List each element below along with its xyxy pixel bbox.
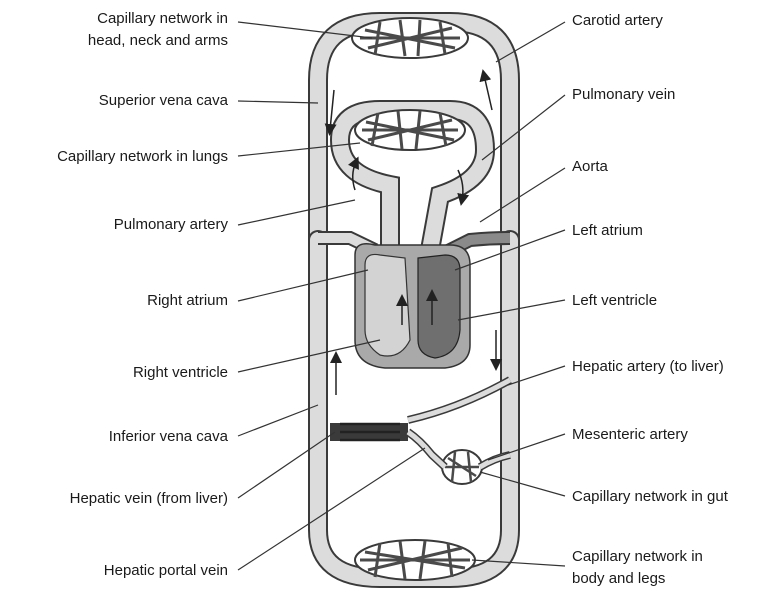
label-inferior-vena-cava: Inferior vena cava [109, 426, 228, 448]
flow-arrow [484, 75, 492, 110]
label-hepatic-vein: Hepatic vein (from liver) [70, 488, 228, 510]
label-line: Pulmonary vein [572, 84, 675, 106]
label-capillary-head: Capillary network in head, neck and arms [88, 8, 228, 52]
liver-vessels [330, 380, 510, 467]
leader-line [238, 101, 318, 103]
label-line: head, neck and arms [88, 30, 228, 52]
label-line: Capillary network in gut [572, 486, 728, 508]
label-superior-vena-cava: Superior vena cava [99, 90, 228, 112]
label-line: Inferior vena cava [109, 426, 228, 448]
label-aorta: Aorta [572, 156, 608, 178]
capillary-network-gut [442, 450, 482, 484]
label-line: Left ventricle [572, 290, 657, 312]
leader-line [238, 200, 355, 225]
capillary-network-body [355, 540, 475, 580]
label-hepatic-artery: Hepatic artery (to liver) [572, 356, 724, 378]
label-line: Left atrium [572, 220, 643, 242]
label-line: Capillary network in [88, 8, 228, 30]
label-capillary-gut: Capillary network in gut [572, 486, 728, 508]
label-carotid-artery: Carotid artery [572, 10, 663, 32]
label-left-atrium: Left atrium [572, 220, 643, 242]
leader-line [480, 168, 565, 222]
leader-line [488, 434, 565, 460]
label-line: Capillary network in lungs [57, 146, 228, 168]
label-pulmonary-artery: Pulmonary artery [114, 214, 228, 236]
leader-line [238, 270, 368, 301]
capillary-network-lungs [355, 110, 465, 150]
label-pulmonary-vein: Pulmonary vein [572, 84, 675, 106]
label-line: Hepatic portal vein [104, 560, 228, 582]
left-heart-chambers [418, 255, 460, 358]
label-capillary-lungs: Capillary network in lungs [57, 146, 228, 168]
label-line: Pulmonary artery [114, 214, 228, 236]
label-mesenteric-artery: Mesenteric artery [572, 424, 688, 446]
right-heart-chambers [365, 254, 410, 356]
label-line: Hepatic artery (to liver) [572, 356, 724, 378]
label-right-ventricle: Right ventricle [133, 362, 228, 384]
label-right-atrium: Right atrium [147, 290, 228, 312]
label-line: body and legs [572, 568, 703, 590]
label-line: Hepatic vein (from liver) [70, 488, 228, 510]
leader-line [238, 405, 318, 436]
label-line: Superior vena cava [99, 90, 228, 112]
label-hepatic-portal-vein: Hepatic portal vein [104, 560, 228, 582]
label-line: Right atrium [147, 290, 228, 312]
leader-line [480, 472, 565, 496]
label-line: Mesenteric artery [572, 424, 688, 446]
label-left-ventricle: Left ventricle [572, 290, 657, 312]
label-line: Capillary network in [572, 546, 703, 568]
label-line: Aorta [572, 156, 608, 178]
label-line: Carotid artery [572, 10, 663, 32]
label-capillary-body: Capillary network in body and legs [572, 546, 703, 590]
heart [355, 244, 470, 368]
label-line: Right ventricle [133, 362, 228, 384]
leader-line [482, 95, 565, 160]
